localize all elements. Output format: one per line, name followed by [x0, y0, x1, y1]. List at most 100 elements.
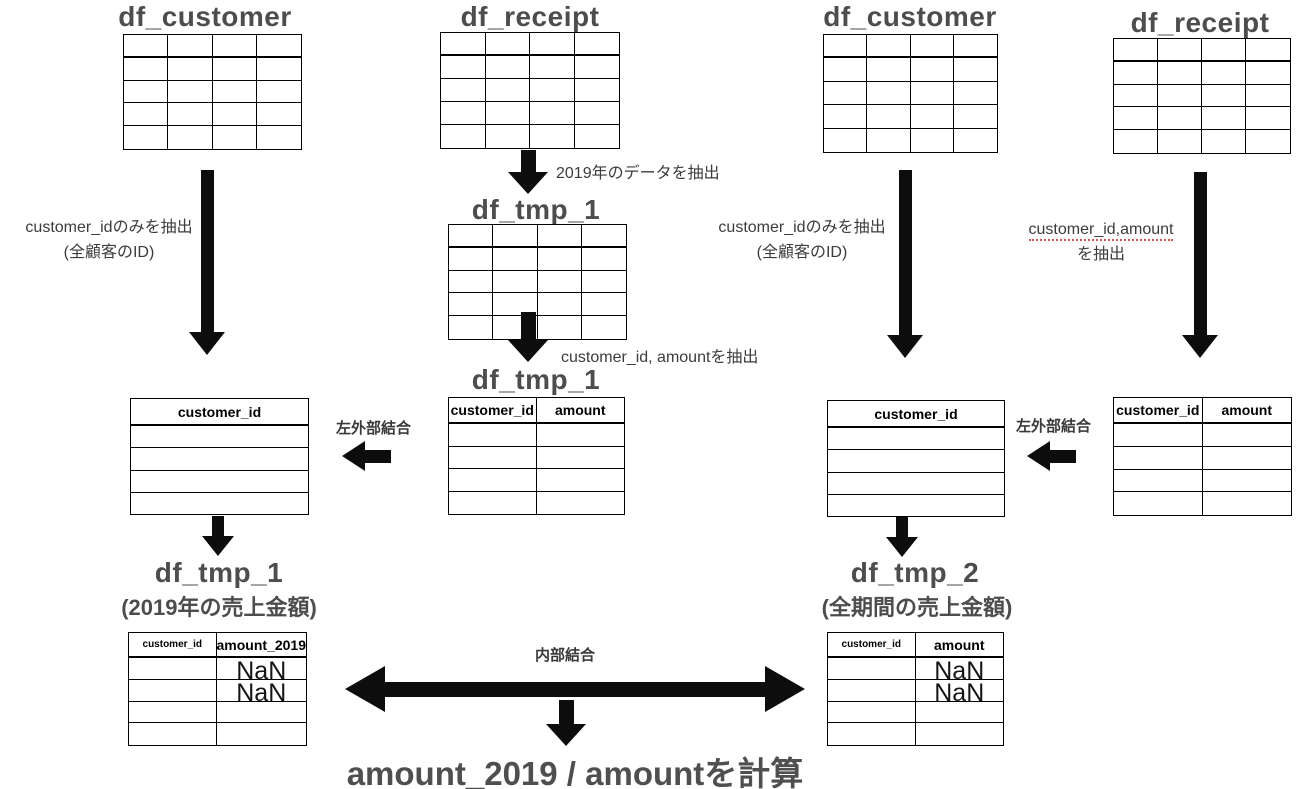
table-cell: [1158, 84, 1202, 108]
filter-2019-note: 2019年のデータを抽出: [556, 165, 720, 182]
table-cell: [953, 58, 997, 82]
table-cell: [1114, 61, 1158, 85]
extract-note-right-line1: customer_idのみを抽出: [718, 219, 886, 236]
arrow-shaft: [1050, 449, 1076, 463]
table-cell: [536, 424, 624, 447]
arrow-shaft: [1193, 172, 1207, 335]
table-cell: [129, 723, 217, 745]
arrow-shaft: [365, 449, 391, 463]
table-cell: [1203, 492, 1292, 515]
arrow-head-down: [508, 172, 548, 194]
table-cell: [493, 247, 538, 271]
df-tmp1-selected-title: df_tmp_1: [471, 364, 601, 395]
arrow-shaft: [520, 312, 536, 340]
table-cell: [256, 58, 301, 81]
table-cell: [449, 424, 537, 447]
table-cell: [867, 58, 911, 82]
table-cell: [1202, 61, 1246, 85]
table-cell: [530, 79, 575, 102]
table-cell: [124, 126, 169, 149]
table-cell: [485, 102, 530, 125]
select-columns-arrow: [508, 312, 548, 362]
df-customer-title-left: df_customer: [118, 1, 292, 32]
to-result-arrow-right: [886, 517, 918, 557]
table-cell: [449, 225, 494, 248]
table-cell: [168, 35, 213, 58]
table-cell: [537, 225, 582, 248]
compute-arrow: [546, 700, 586, 746]
extract-arrow-right-customer: [887, 170, 923, 358]
table-header-cell: customer_id: [449, 398, 537, 424]
extract-note-left-line1: customer_idのみを抽出: [25, 219, 193, 236]
table-cell: [449, 316, 494, 339]
nan-cell: NaN: [216, 680, 306, 706]
table-cell: [910, 35, 954, 59]
extract-note-left-line2: (全顧客のID): [63, 244, 155, 261]
table-header-cell: customer_id: [828, 633, 916, 658]
table-header-cell: amount: [915, 633, 1003, 658]
table-cell: [910, 58, 954, 82]
table-cell: [212, 57, 257, 81]
table-cell: [828, 723, 916, 745]
table-cell: [824, 58, 868, 82]
df-tmp1-grid-middle: [448, 224, 627, 340]
table-cell: [828, 679, 916, 702]
table-cell: [168, 80, 213, 104]
table-cell: [828, 658, 916, 680]
table-cell: [1114, 39, 1158, 62]
table-cell: [441, 102, 486, 125]
arrow-shaft: [896, 517, 908, 537]
table-header-cell: customer_id: [131, 399, 308, 426]
table-cell: [537, 270, 582, 294]
table-cell: [256, 81, 301, 104]
table-cell: [824, 128, 868, 152]
customer-id-table-left: customer_id: [130, 398, 309, 515]
table-cell: [124, 80, 169, 104]
extract-arrow-right-receipt: [1182, 172, 1218, 358]
table-cell: [537, 492, 625, 515]
table-cell: [530, 125, 575, 148]
table-cell: [915, 702, 1003, 724]
table-cell: [485, 79, 530, 102]
arrow-shaft: [898, 170, 912, 335]
table-cell: [916, 723, 1004, 745]
table-cell: [1246, 62, 1290, 85]
df-tmp2-result-title: df_tmp_2: [850, 557, 980, 588]
table-cell: [582, 316, 626, 339]
table-cell: [441, 33, 486, 56]
table-cell: [1158, 61, 1202, 85]
table-cell: [1202, 107, 1246, 131]
table-cell: [1158, 130, 1202, 153]
table-header-cell: customer_id: [129, 633, 217, 658]
table-cell: [828, 701, 916, 724]
table-header-cell: amount: [536, 398, 624, 424]
table-cell: [953, 35, 997, 59]
table-cell: [910, 105, 954, 129]
extract-arrow-left: [189, 170, 225, 355]
table-cell: [485, 56, 530, 79]
result-table-left: customer_id amount_2019 NaN NaN: [128, 632, 307, 746]
table-cell: [867, 35, 911, 59]
table-cell: [1114, 446, 1203, 470]
to-result-arrow-left: [202, 516, 234, 556]
table-cell: [449, 247, 494, 271]
table-cell: [212, 35, 257, 58]
join-arrow-left: [342, 441, 391, 471]
table-cell: [536, 447, 624, 469]
table-cell: [530, 102, 575, 125]
table-cell: [581, 293, 626, 317]
arrow-head-down: [202, 536, 234, 556]
table-cell: [493, 316, 538, 339]
df-receipt-grid-right: [1113, 38, 1291, 154]
table-cell: [867, 128, 911, 152]
table-cell: [910, 81, 954, 106]
table-cell: [217, 723, 306, 745]
table-cell: [1158, 107, 1202, 131]
table-cell: [449, 446, 537, 469]
table-row: [828, 495, 1004, 516]
table-cell: [124, 35, 169, 58]
df-receipt-title-middle: df_receipt: [460, 1, 600, 32]
table-cell: [1114, 84, 1158, 108]
df-tmp1-selected-table: customer_id amount: [448, 397, 625, 515]
